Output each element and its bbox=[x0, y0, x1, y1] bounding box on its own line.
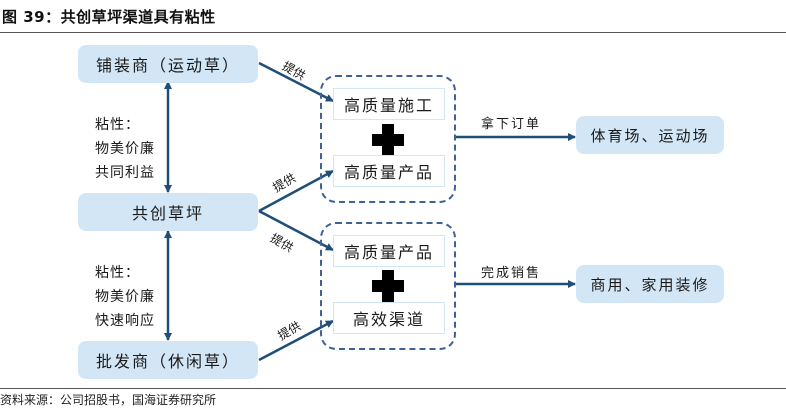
stickiness-note-upper: 粘性： 物美价廉 共同利益 bbox=[95, 113, 155, 185]
plus-icon bbox=[372, 270, 404, 302]
source-note: 资料来源：公司招股书，国海证券研究所 bbox=[0, 393, 217, 407]
upper-item-construction: 高质量施工 bbox=[333, 88, 445, 120]
lower-item-product: 高质量产品 bbox=[333, 235, 445, 267]
note-line: 粘性： bbox=[95, 117, 140, 133]
node-commercial-home: 商用、家用装修 bbox=[576, 265, 724, 303]
note-line: 物美价廉 bbox=[95, 289, 155, 305]
group-lower bbox=[320, 222, 456, 350]
note-line: 快速响应 bbox=[95, 313, 155, 329]
lower-item-channel: 高效渠道 bbox=[333, 302, 445, 334]
upper-item-product: 高质量产品 bbox=[333, 155, 445, 187]
node-wholesaler: 批发商（休闲草） bbox=[78, 341, 258, 379]
node-company: 共创草坪 bbox=[78, 193, 258, 231]
note-line: 粘性： bbox=[95, 265, 140, 281]
note-line: 物美价廉 bbox=[95, 141, 155, 157]
label-win-orders: 拿下订单 bbox=[481, 117, 542, 132]
top-rule bbox=[0, 32, 786, 33]
node-sports-venues: 体育场、运动场 bbox=[576, 116, 724, 154]
stickiness-note-lower: 粘性： 物美价廉 快速响应 bbox=[95, 261, 155, 333]
note-line: 共同利益 bbox=[95, 165, 155, 181]
figure-title: 图 39：共创草坪渠道具有粘性 bbox=[2, 8, 216, 26]
group-upper bbox=[320, 75, 456, 203]
plus-icon bbox=[372, 124, 404, 156]
bottom-rule bbox=[0, 388, 786, 389]
label-complete-sales: 完成销售 bbox=[481, 266, 542, 281]
node-installer: 铺装商（运动草） bbox=[78, 45, 258, 83]
